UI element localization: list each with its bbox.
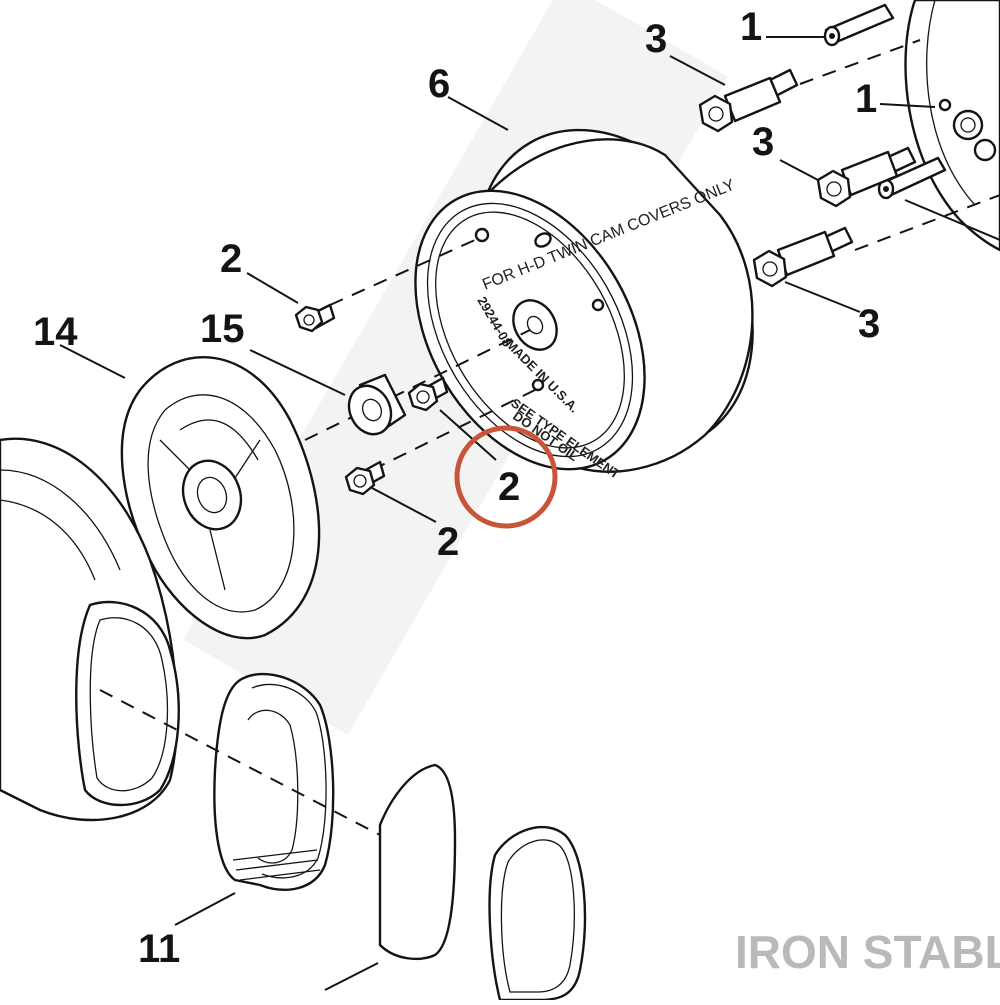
callout-3-middle: 3: [752, 120, 774, 164]
centerline-filter: [99, 689, 381, 836]
centerline-lower: [854, 194, 1000, 251]
callout-3-bottom: 3: [858, 302, 880, 346]
screw-part-2-top: [294, 303, 336, 333]
backing-plate: [904, 0, 1000, 252]
gasket-ring: [488, 825, 587, 1002]
callout-11: 11: [138, 927, 180, 971]
bolt-part-1-upper: [823, 3, 895, 47]
breather-bolt-part-3-top: [698, 68, 799, 133]
leader-lines: [59, 36, 1000, 991]
callout-14: 14: [33, 310, 78, 354]
breather-bolt-part-3-bottom: [752, 226, 854, 288]
watermark-logo: IRON STABLE: [735, 926, 1000, 978]
filter-element-part-11: [213, 672, 335, 892]
centerline-screw-top: [329, 239, 476, 306]
screw-part-2-middle: [407, 376, 449, 412]
breather-bolt-part-3-middle: [816, 146, 917, 208]
air-cleaner-cover-part-6: FOR H-D TWIN CAM COVERS ONLY 29244-08 MA…: [414, 128, 754, 482]
callout-3-top: 3: [645, 17, 667, 61]
callout-1-upper: 1: [740, 5, 762, 49]
callout-2-highlighted: 2: [498, 465, 520, 509]
callout-15: 15: [200, 307, 245, 351]
callout-1-lower: 1: [855, 77, 877, 121]
foam-pad: [378, 763, 457, 961]
centerline-upper: [799, 39, 921, 85]
callout-2-bottom: 2: [437, 520, 459, 564]
callout-2-top: 2: [220, 237, 242, 281]
highlight-circle: [454, 425, 558, 529]
screw-part-2-bottom: [344, 460, 386, 496]
bolt-part-1-lower: [877, 156, 947, 200]
spacer-part-15: [347, 373, 407, 436]
centerline-screw-bottom: [371, 389, 536, 471]
callout-6: 6: [428, 62, 450, 106]
backplate-part-14: [120, 356, 321, 640]
